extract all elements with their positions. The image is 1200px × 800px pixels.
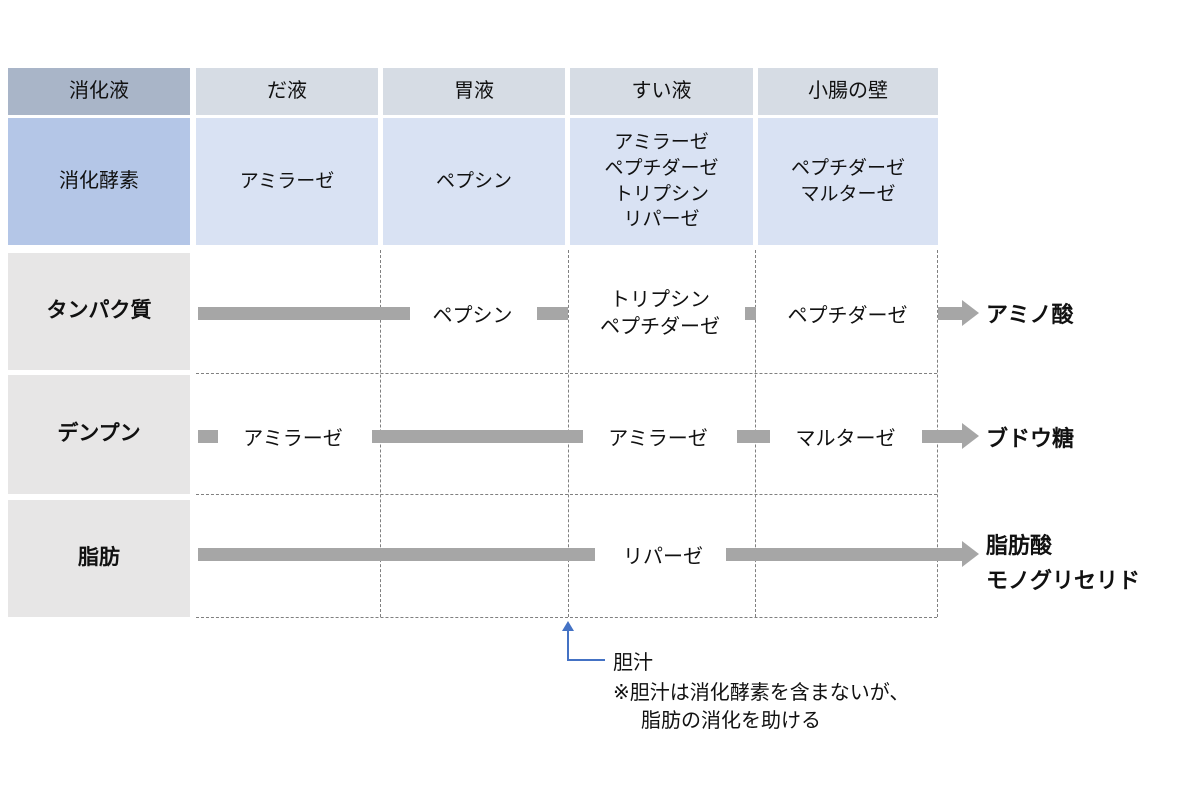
dashed-row-line-1 — [196, 373, 937, 374]
header-corner-enzyme: 消化酵素 — [8, 118, 190, 245]
protein-arrow-icon — [962, 300, 979, 326]
nutrient-starch: デンプン — [8, 375, 190, 494]
enzyme-cell-saliva: アミラーゼ — [196, 118, 378, 245]
header-fluid-pancreatic: すい液 — [570, 68, 753, 115]
header-fluid-gastric: 胃液 — [383, 68, 565, 115]
starch-stage-saliva: アミラーゼ — [243, 428, 343, 450]
fat-arrow-shaft — [726, 548, 962, 561]
enzyme-pancreatic-4: リパーゼ — [623, 209, 700, 231]
fat-arrow-icon — [962, 541, 979, 567]
protein-arrow-shaft — [938, 307, 962, 320]
protein-bar-start — [198, 307, 410, 320]
starch-bar-long — [372, 430, 583, 443]
protein-stage-pancreatic-line2: ペプチダーゼ — [600, 316, 720, 338]
starch-arrow-shaft — [922, 430, 962, 443]
enzyme-cell-intestine: ペプチダーゼ マルターゼ — [758, 118, 938, 245]
protein-product: アミノ酸 — [986, 302, 1074, 327]
protein-bar-mid — [537, 307, 568, 320]
dashed-row-line-3 — [196, 617, 937, 618]
enzyme-cell-pancreatic: アミラーゼ ペプチダーゼ トリプシン リパーゼ — [570, 118, 753, 245]
bile-arrow-up-icon — [562, 621, 574, 631]
bile-arrow-vertical-line — [567, 630, 569, 661]
header-fluid-intestine: 小腸の壁 — [758, 68, 938, 115]
starch-product: ブドウ糖 — [986, 426, 1075, 451]
bile-label: 胆汁 — [613, 652, 653, 674]
starch-stage-intestine: マルターゼ — [795, 428, 896, 450]
protein-bar-small — [745, 307, 756, 320]
nutrient-protein: タンパク質 — [8, 253, 190, 370]
enzyme-intestine-2: マルターゼ — [800, 183, 896, 205]
enzyme-pancreatic-2: ペプチダーゼ — [604, 157, 719, 179]
enzyme-pancreatic-3: トリプシン — [613, 183, 709, 205]
protein-stage-pancreatic: トリプシン ペプチダーゼ — [575, 287, 745, 341]
fat-product-line2: モノグリセリド — [986, 568, 1141, 593]
starch-bar-small — [198, 430, 218, 443]
bile-note-line1: ※胆汁は消化酵素を含まないが、 — [613, 682, 910, 704]
protein-stage-gastric: ペプシン — [432, 305, 513, 327]
header-fluid-saliva: だ液 — [196, 68, 378, 115]
fat-product-line1: 脂肪酸 — [986, 533, 1053, 558]
fat-bar-start — [198, 548, 595, 561]
protein-stage-pancreatic-line1: トリプシン — [610, 289, 710, 311]
starch-stage-pancreatic: アミラーゼ — [608, 428, 708, 450]
header-corner-fluid: 消化液 — [8, 68, 190, 115]
starch-bar-mid — [737, 430, 770, 443]
dashed-row-line-2 — [196, 494, 937, 495]
fat-product: 脂肪酸 モノグリセリド — [986, 528, 1140, 598]
starch-arrow-icon — [962, 423, 979, 449]
fat-stage-pancreatic: リパーゼ — [623, 546, 703, 568]
bile-note-line2: 脂肪の消化を助ける — [641, 710, 821, 732]
protein-stage-intestine: ペプチダーゼ — [787, 305, 908, 327]
enzyme-pancreatic-1: アミラーゼ — [614, 132, 709, 154]
enzyme-intestine-1: ペプチダーゼ — [790, 157, 905, 179]
enzyme-cell-gastric: ペプシン — [383, 118, 565, 245]
nutrient-fat: 脂肪 — [8, 500, 190, 617]
bile-arrow-horizontal-line — [567, 659, 605, 661]
